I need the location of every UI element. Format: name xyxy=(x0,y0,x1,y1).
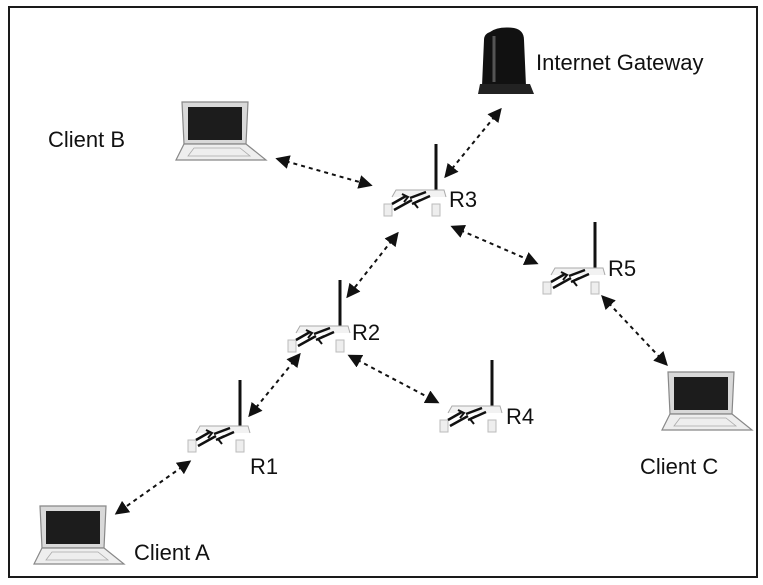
r5-label: R5 xyxy=(608,256,636,281)
laptop-icon xyxy=(175,101,267,161)
link-r1-client-a xyxy=(114,460,192,515)
wireless-router-icon xyxy=(186,378,252,454)
links xyxy=(114,107,668,515)
client-a-label: Client A xyxy=(134,540,210,565)
wireless-router-icon xyxy=(286,278,352,354)
link-client-b-r3 xyxy=(275,155,373,189)
client-b-label: Client B xyxy=(48,127,125,152)
link-r3-r2 xyxy=(346,231,399,299)
wireless-router-icon xyxy=(541,220,607,296)
modem-icon xyxy=(478,27,534,94)
client-c-label: Client C xyxy=(640,454,718,479)
link-r2-r1 xyxy=(248,352,301,418)
r3-label: R3 xyxy=(449,187,477,212)
link-r5-client-c xyxy=(601,294,668,367)
wireless-router-icon xyxy=(438,358,504,434)
laptop-icon xyxy=(661,371,753,431)
link-r2-r4 xyxy=(347,354,440,404)
wireless-router-icon xyxy=(382,142,448,218)
link-r3-r5 xyxy=(450,225,539,265)
r2-label: R2 xyxy=(352,320,380,345)
r1-label: R1 xyxy=(250,454,278,479)
r4-label: R4 xyxy=(506,404,534,429)
laptop-icon xyxy=(33,505,125,565)
link-gateway-r3 xyxy=(444,107,502,179)
gateway-label: Internet Gateway xyxy=(536,50,704,75)
